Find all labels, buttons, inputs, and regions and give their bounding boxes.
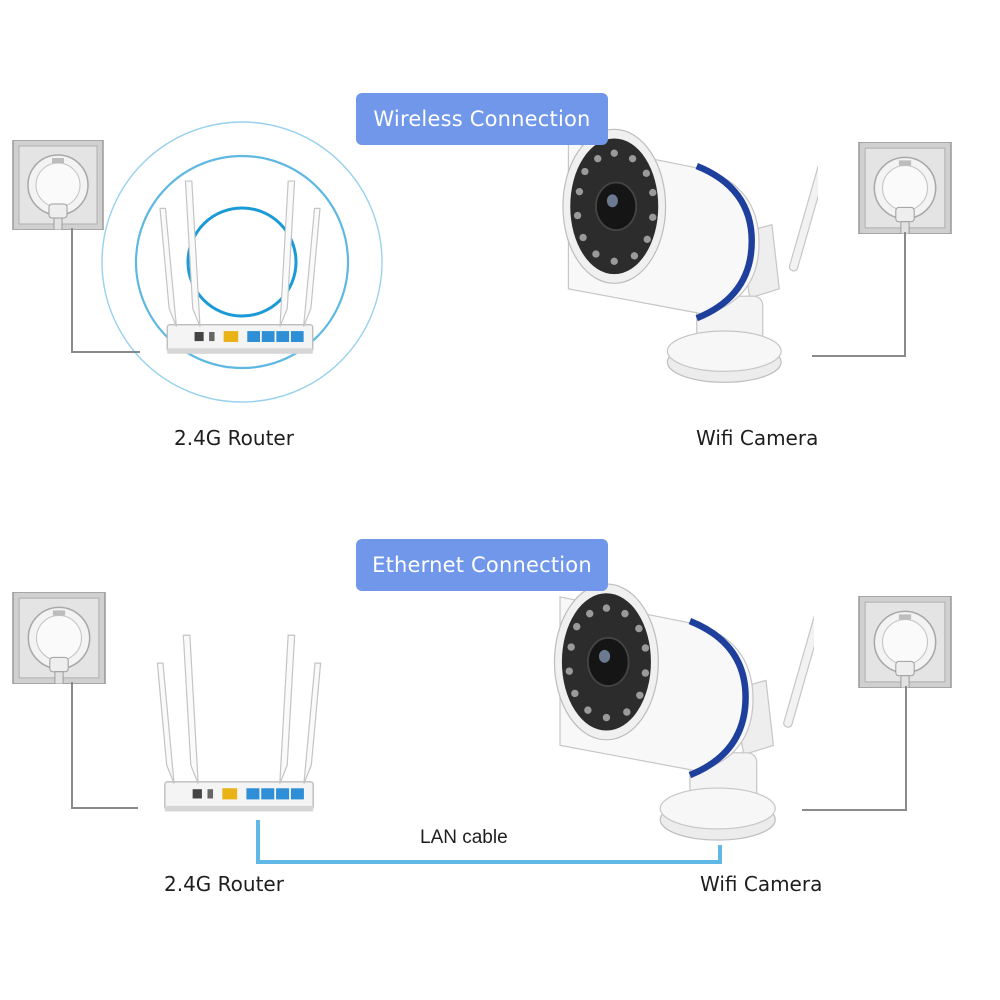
ethernet-camera-power-cable — [802, 686, 907, 811]
ethernet-section — [12, 539, 952, 864]
wifi-signal-ring — [186, 206, 298, 318]
ethernet-router-power-cable — [71, 682, 138, 809]
wifi-signal-rings — [101, 121, 383, 403]
ethernet-connection-banner: Ethernet Connection — [356, 539, 608, 591]
ethernet-socket-left — [12, 592, 106, 684]
wireless-connection-banner: Wireless Connection — [356, 93, 608, 145]
wireless-router-label: 2.4G Router — [174, 426, 294, 450]
wireless-socket-left — [12, 140, 104, 230]
ethernet-router-label: 2.4G Router — [164, 872, 284, 896]
wireless-camera-label: Wifi Camera — [696, 426, 819, 450]
wireless-socket-right — [858, 142, 952, 234]
wireless-section — [12, 84, 952, 403]
wifi-signal-ring — [101, 121, 383, 403]
ethernet-camera-label: Wifi Camera — [700, 872, 823, 896]
lan-cable-label: LAN cable — [420, 827, 508, 848]
lan-cable — [256, 820, 722, 864]
wifi-signal-ring — [134, 154, 350, 370]
wireless-router-power-cable — [71, 228, 140, 353]
ethernet-socket-right — [858, 596, 952, 688]
ethernet-router-image — [156, 634, 322, 813]
wireless-camera-power-cable — [812, 232, 906, 357]
